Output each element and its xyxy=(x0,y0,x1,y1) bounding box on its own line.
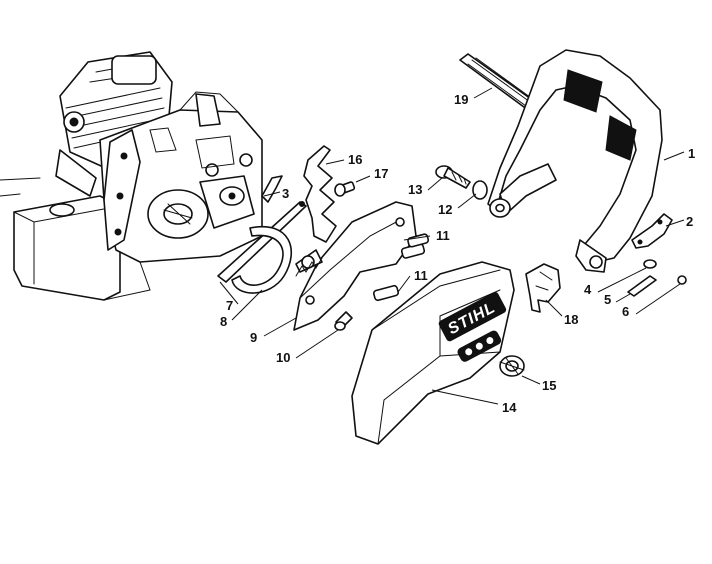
callout-11-lower: 11 xyxy=(414,268,428,283)
callout-12: 12 xyxy=(438,202,452,217)
part-16-lever xyxy=(303,145,337,243)
part-13-bolt xyxy=(435,165,471,189)
callout-8: 8 xyxy=(220,314,227,329)
spring xyxy=(295,257,323,277)
callout-18: 18 xyxy=(564,312,578,327)
part-10-screw xyxy=(334,311,353,331)
callout-10: 10 xyxy=(276,350,290,365)
callout-5: 5 xyxy=(604,292,611,307)
callout-17: 17 xyxy=(374,166,388,181)
engine-assembly xyxy=(0,51,263,301)
callout-6: 6 xyxy=(622,304,629,319)
callout-2: 2 xyxy=(686,214,693,229)
part-15-nut xyxy=(499,355,525,377)
callout-9: 9 xyxy=(250,330,257,345)
part-8-brake-band xyxy=(231,225,293,294)
part-12-bushing xyxy=(472,180,488,200)
part-3-clip xyxy=(261,175,283,203)
callout-15: 15 xyxy=(542,378,556,393)
callout-3: 3 xyxy=(282,186,289,201)
callout-16: 16 xyxy=(348,152,362,167)
callout-13: 13 xyxy=(408,182,422,197)
part-9-cover-plate xyxy=(293,201,417,331)
callout-4: 4 xyxy=(584,282,592,297)
part-4-washer xyxy=(643,259,657,269)
part-11-pad-lower xyxy=(372,284,400,302)
callout-14: 14 xyxy=(502,400,517,415)
part-5-link xyxy=(627,275,657,297)
callout-11-upper: 11 xyxy=(436,228,450,243)
part-6-pin xyxy=(677,275,687,285)
callouts: 1 2 3 4 5 6 7 8 9 10 11 11 12 13 14 15 1… xyxy=(220,92,695,415)
part-7-band xyxy=(217,201,307,283)
callout-1: 1 xyxy=(688,146,695,161)
callout-7: 7 xyxy=(226,298,233,313)
part-17-screw xyxy=(334,181,356,197)
part-19-grip-pad xyxy=(459,53,539,111)
leader-lines xyxy=(219,87,685,405)
callout-19: 19 xyxy=(454,92,468,107)
part-1-hand-guard xyxy=(487,49,663,273)
part-14-sprocket-cover: STIHL xyxy=(351,261,515,445)
